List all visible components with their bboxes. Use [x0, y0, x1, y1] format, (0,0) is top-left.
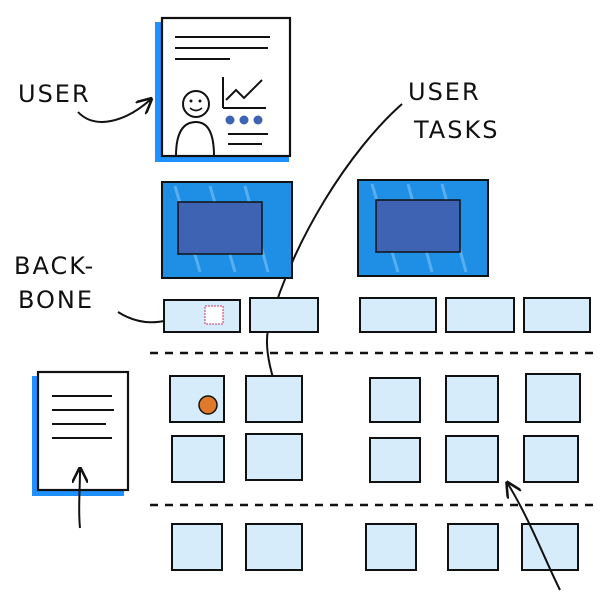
sticky-note-icon — [204, 305, 224, 325]
person-icon — [175, 90, 215, 157]
user-arrow — [77, 100, 150, 123]
user-tasks-label-line1: USER — [408, 78, 481, 106]
bottom-right-arrow — [508, 484, 561, 591]
story-row-2 — [171, 433, 579, 483]
backbone-label-line1: BACK- — [14, 252, 95, 280]
user-tasks-arrow — [265, 103, 403, 408]
user-persona-card — [155, 16, 292, 162]
user-label: USER — [18, 80, 91, 108]
mini-chart-icon — [222, 77, 266, 109]
epic-card-right — [357, 179, 489, 277]
story-arrow — [79, 470, 80, 529]
backbone-label-line2: BONE — [18, 286, 94, 314]
story-row-1 — [169, 373, 581, 423]
epic-card-left — [161, 181, 293, 279]
story-document-card — [32, 370, 130, 496]
backbone-row — [163, 297, 591, 333]
orange-dot-icon — [198, 395, 218, 415]
user-tasks-label-line2: TASKS — [413, 116, 499, 144]
story-row-3 — [171, 523, 579, 571]
